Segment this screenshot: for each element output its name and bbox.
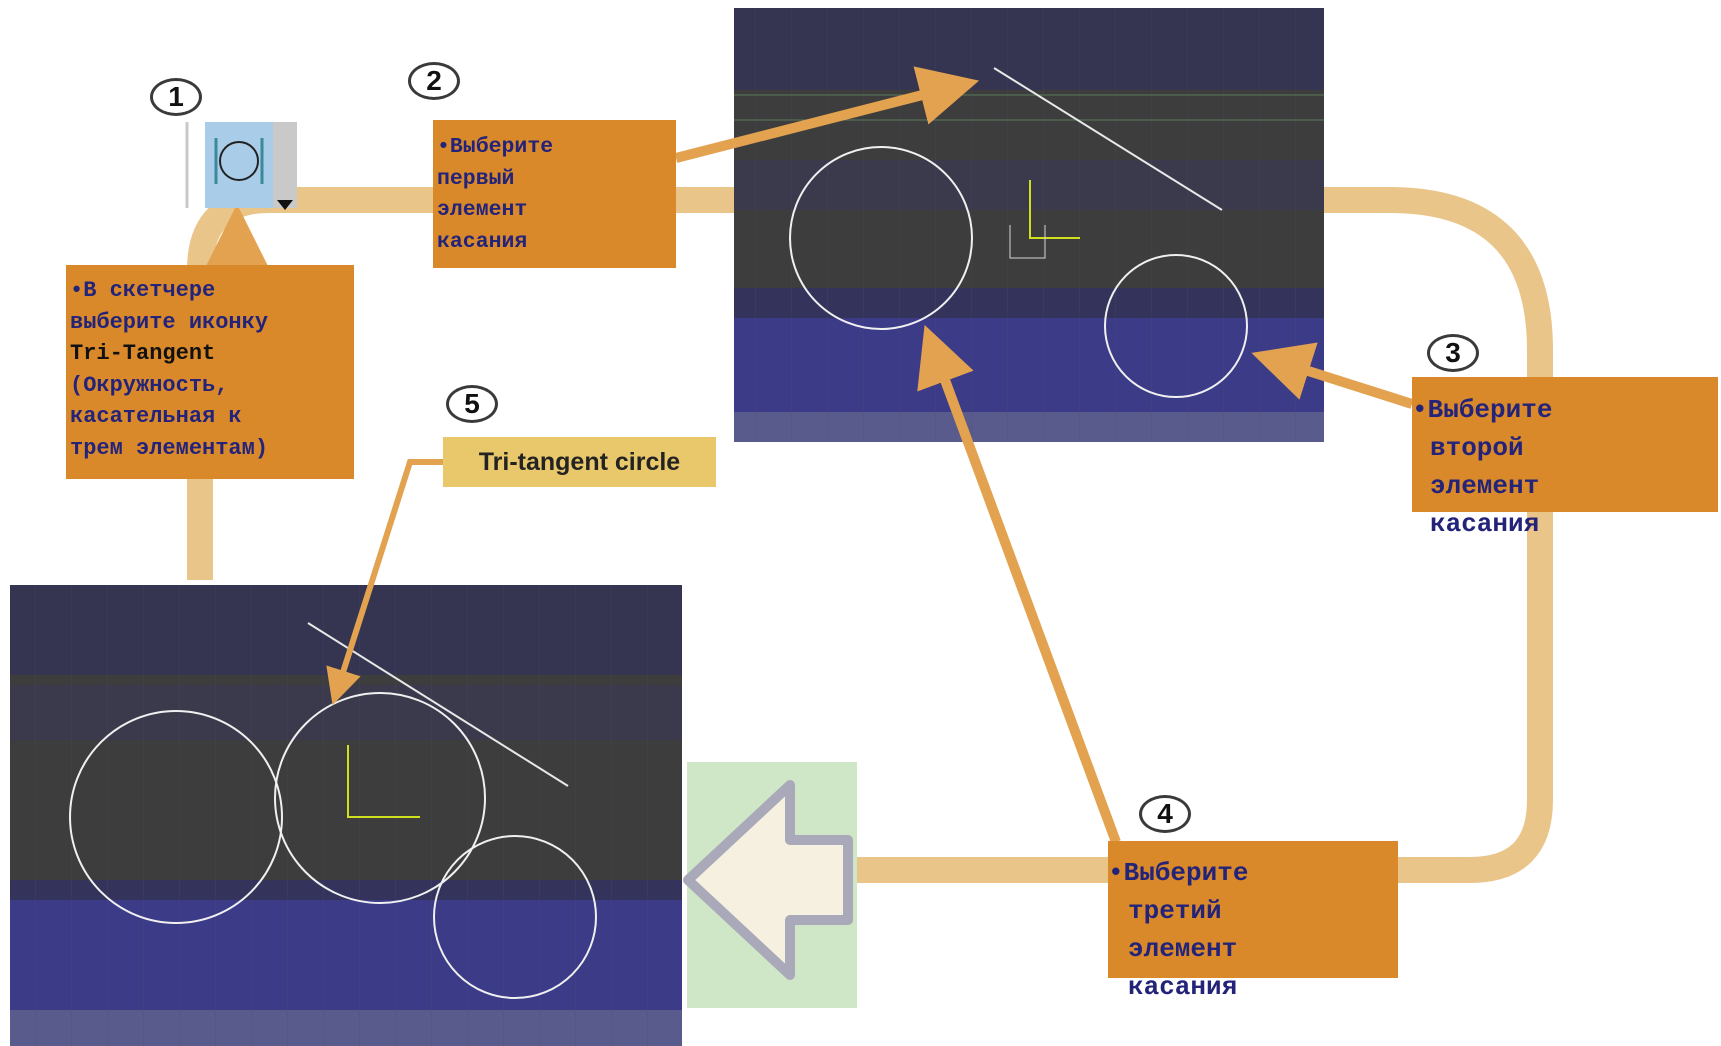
step-number-2: 2 [408,62,460,100]
step1-line: •В скетчере [70,278,216,303]
step4-line: •Выберите [1108,858,1249,888]
viewport-top [734,8,1324,442]
step3-line: •Выберите [1412,395,1553,425]
step2-line: касания [437,229,528,254]
step4-instruction-box: •Выберите третий элемент касания [1108,841,1398,1002]
step1-line: касательная к [70,404,242,429]
step1-line: (Окружность, [70,372,229,398]
tri-tangent-toolbar-button[interactable] [183,118,301,210]
step3-line: касания [1430,509,1540,539]
step-number-5: 5 [446,385,498,423]
step-number-3: 3 [1427,334,1479,372]
axis-indicator [1029,180,1080,239]
step2-line: •Выберите [437,135,554,159]
arrow-step5 [326,459,443,706]
step3-line: элемент [1430,471,1540,501]
step2-line: первый [437,166,515,191]
step-number-1: 1 [150,78,202,116]
step2-line: элемент [437,198,528,222]
arrow-step3 [1251,342,1414,409]
return-arrow [683,762,857,1008]
dropdown-arrow-icon [277,200,293,210]
circle-first [789,146,973,330]
step2-instruction-box: •Выберите первый элемент касания [433,120,676,268]
arrow-step4 [917,324,1121,844]
step1-line: выберите иконку [70,309,269,335]
circle-second [1104,254,1248,398]
step1-line-tool-name: Tri-Tangent [70,341,216,366]
tangent-line [993,67,1223,211]
tri-tangent-circle-label: Tri-tangent circle [443,437,716,487]
step4-line: касания [1128,972,1238,1002]
step4-line: третий [1128,896,1222,926]
arrow-step2 [674,66,980,163]
step1-instruction-box: •В скетчере выберите иконку Tri-Tangent … [66,265,354,479]
step1-line: трем элементам) [70,435,269,461]
step4-line: элемент [1128,934,1238,964]
step-number-4: 4 [1139,795,1191,833]
step3-instruction-box: •Выберите второй элемент касания [1412,377,1718,539]
tri-tangent-circle-result [274,692,486,904]
step3-line: второй [1430,433,1524,463]
